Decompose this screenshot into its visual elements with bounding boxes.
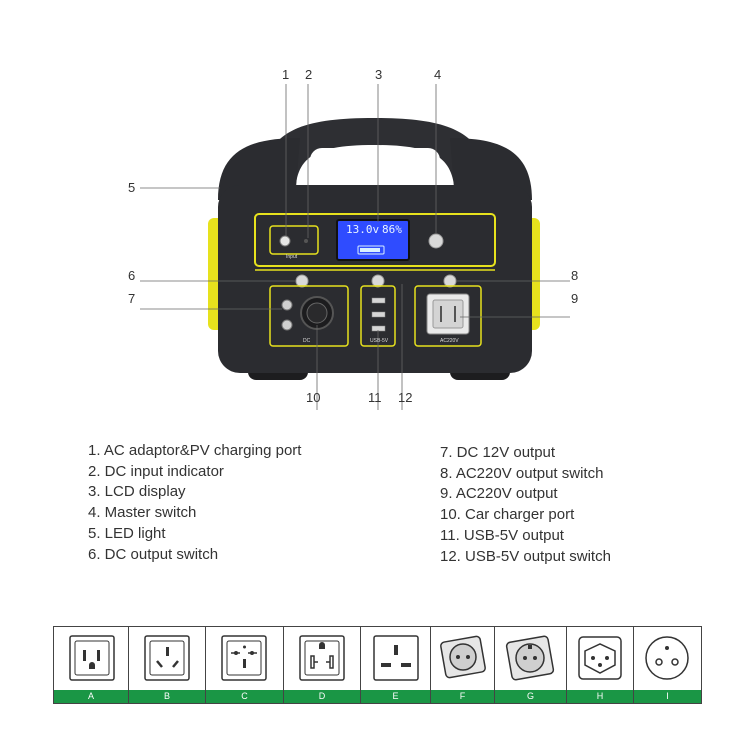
- lcd-voltage: 13.0v: [346, 223, 380, 236]
- dc-output-switch: [295, 274, 309, 288]
- top-shell: [218, 138, 532, 200]
- socket-type-c: C: [206, 627, 284, 703]
- socket-d-icon: [299, 635, 345, 681]
- legend-right: 7. DC 12V output 8. AC220V output switch…: [440, 443, 611, 567]
- socket-label: I: [634, 690, 701, 703]
- lcd-display: [336, 219, 410, 261]
- ac-output-switch: [443, 274, 457, 288]
- usb-output-switch: [371, 274, 385, 288]
- socket-e-icon: [373, 635, 419, 681]
- callout-12: 12: [398, 390, 413, 405]
- usb-port-3: [371, 325, 386, 332]
- callout-6: 6: [128, 268, 136, 283]
- socket-b-icon: [144, 635, 190, 681]
- callout-2: 2: [305, 67, 313, 82]
- usb-port-2: [371, 311, 386, 318]
- legend-item: 9. AC220V output: [440, 485, 558, 503]
- socket-type-e: E: [361, 627, 431, 703]
- callout-8: 8: [571, 268, 579, 283]
- dc-12v-port-bottom: [281, 319, 293, 331]
- socket-label: B: [129, 690, 205, 703]
- callout-1: 1: [282, 67, 290, 82]
- socket-type-h: H: [567, 627, 634, 703]
- handle-inner: [310, 148, 440, 188]
- legend-item: 8. AC220V output switch: [440, 464, 604, 482]
- lcd-battery-fill: [360, 248, 380, 252]
- socket-g-icon: [505, 635, 555, 681]
- dc-label: DC: [303, 338, 311, 344]
- legend-item: 10. Car charger port: [440, 506, 575, 524]
- socket-type-g: G: [495, 627, 567, 703]
- ac-label: AC220V: [440, 338, 459, 344]
- socket-label: F: [431, 690, 494, 703]
- lcd-battery: [357, 245, 385, 255]
- legend-item: 1. AC adaptor&PV charging port: [88, 442, 302, 459]
- legend-item: 11. USB-5V output: [440, 526, 564, 544]
- socket-i-icon: [645, 636, 689, 680]
- power-station-diagram: [140, 84, 570, 410]
- socket-a-icon: [69, 635, 115, 681]
- socket-h-icon: [578, 636, 622, 680]
- dc-12v-port-top: [281, 299, 293, 311]
- ac-socket-inner: [432, 299, 464, 329]
- input-port-frame: [269, 225, 319, 255]
- upper-panel-frame: [254, 213, 496, 267]
- dc-input-indicator: [304, 239, 308, 243]
- socket-label: G: [495, 690, 566, 703]
- callout-11: 11: [368, 390, 382, 405]
- socket-label: A: [54, 690, 128, 703]
- socket-f-icon: [440, 635, 486, 679]
- socket-c-icon: [221, 635, 267, 681]
- socket-label: C: [206, 690, 283, 703]
- callout-7: 7: [128, 291, 136, 306]
- socket-label: D: [284, 690, 360, 703]
- callout-5: 5: [128, 180, 136, 195]
- socket-type-a: A: [54, 627, 129, 703]
- master-switch: [428, 233, 444, 249]
- callout-4: 4: [434, 67, 442, 82]
- usb-label: USB-5V: [370, 338, 389, 344]
- legend-item: 4. Master switch: [88, 504, 197, 522]
- input-label: Input: [286, 254, 298, 260]
- legend-item: 7. DC 12V output: [440, 444, 556, 461]
- legend-item: 5. LED light: [88, 524, 166, 542]
- socket-type-b: B: [129, 627, 206, 703]
- ac-output-frame: [414, 285, 482, 347]
- legend-item: 2. DC input indicator: [88, 462, 224, 480]
- socket-label: H: [567, 690, 633, 703]
- callout-9: 9: [571, 291, 579, 306]
- socket-type-i: I: [634, 627, 701, 703]
- callout-3: 3: [375, 67, 383, 82]
- carry-handle: [260, 118, 490, 200]
- callout-10: 10: [306, 390, 321, 405]
- socket-type-strip: A B C: [53, 626, 702, 704]
- dc-output-frame: [269, 285, 349, 347]
- car-charger-cap: [306, 302, 328, 324]
- socket-type-f: F: [431, 627, 495, 703]
- legend-item: 3. LCD display: [88, 483, 186, 501]
- socket-label: E: [361, 690, 430, 703]
- legend-left: 1. AC adaptor&PV charging port 2. DC inp…: [88, 441, 301, 565]
- socket-type-d: D: [284, 627, 361, 703]
- input-port: [279, 235, 291, 247]
- legend-item: 6. DC output switch: [88, 545, 219, 563]
- legend-item: 12. USB-5V output switch: [440, 547, 611, 565]
- lcd-percent: 86%: [382, 223, 402, 236]
- usb-port-1: [371, 297, 386, 304]
